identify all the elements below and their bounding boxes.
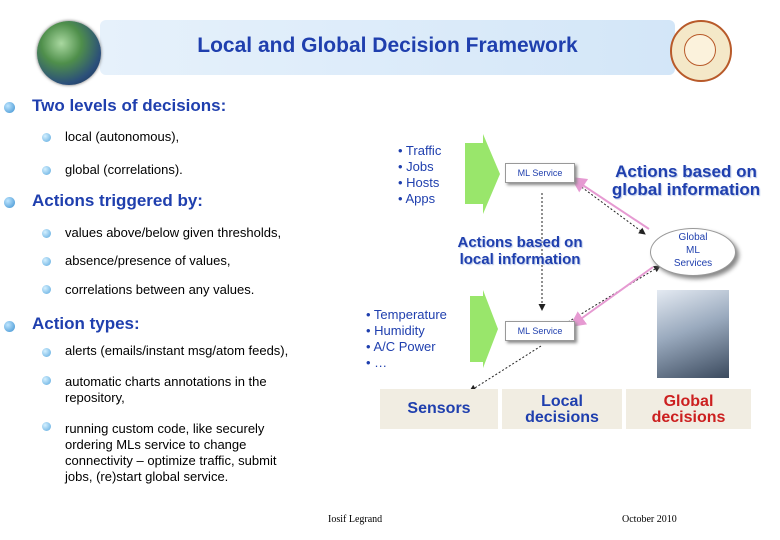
bullet-icon bbox=[42, 348, 51, 357]
bullet-icon bbox=[42, 133, 51, 142]
bullet-icon bbox=[4, 321, 15, 332]
global-decisions-box: Global decisions bbox=[626, 389, 751, 429]
robot-image bbox=[657, 290, 729, 378]
trigger-item: correlations between any values. bbox=[65, 282, 255, 297]
top-inputs-list: • Traffic • Jobs • Hosts • Apps bbox=[398, 143, 442, 206]
level-item: local (autonomous), bbox=[65, 129, 180, 144]
triggers-heading: Actions triggered by: bbox=[32, 191, 203, 210]
bullet-icon bbox=[42, 285, 51, 294]
bullet-icon bbox=[4, 102, 15, 113]
footer-author: Iosif Legrand bbox=[328, 514, 383, 525]
bullet-icon bbox=[42, 422, 51, 431]
levels-heading: Two levels of decisions: bbox=[32, 96, 227, 115]
slide-title: Local and Global Decision Framework bbox=[197, 34, 578, 57]
global-info-text: Actions based on global information bbox=[611, 162, 761, 199]
green-arrow-top bbox=[465, 134, 500, 214]
type-item: alerts (emails/instant msg/atom feeds), bbox=[65, 343, 289, 358]
type-item: automatic charts annotations in the repo… bbox=[65, 374, 267, 405]
globe-logo bbox=[37, 21, 101, 85]
green-arrow-bottom bbox=[470, 290, 498, 368]
bullet-icon bbox=[42, 376, 51, 385]
trigger-item: values above/below given thresholds, bbox=[65, 225, 282, 240]
pink-arrow-to-top bbox=[570, 176, 650, 230]
title-bar bbox=[100, 20, 675, 75]
arrow-to-global-ml bbox=[571, 179, 646, 235]
sensors-box: Sensors bbox=[380, 389, 498, 429]
bullet-icon bbox=[4, 197, 15, 208]
bullet-icon bbox=[42, 257, 51, 266]
trigger-item: absence/presence of values, bbox=[65, 253, 231, 268]
types-heading: Action types: bbox=[32, 314, 140, 333]
local-info-text: Actions based on local information bbox=[457, 234, 583, 268]
bottom-inputs-list: • Temperature • Humidity • A/C Power • … bbox=[366, 307, 447, 370]
level-item: global (correlations). bbox=[65, 162, 183, 177]
ml-service-bottom: ML Service bbox=[505, 321, 575, 341]
seal-emblem bbox=[684, 34, 716, 66]
ml-service-top: ML Service bbox=[505, 163, 575, 183]
bullet-icon bbox=[42, 229, 51, 238]
pink-arrow-to-bottom bbox=[569, 266, 654, 328]
footer-date: October 2010 bbox=[622, 514, 677, 525]
type-item: running custom code, like securely order… bbox=[65, 421, 277, 484]
global-ml-services: Global ML Services bbox=[650, 228, 736, 276]
bullet-icon bbox=[42, 166, 51, 175]
local-decisions-box: Local decisions bbox=[502, 389, 622, 429]
